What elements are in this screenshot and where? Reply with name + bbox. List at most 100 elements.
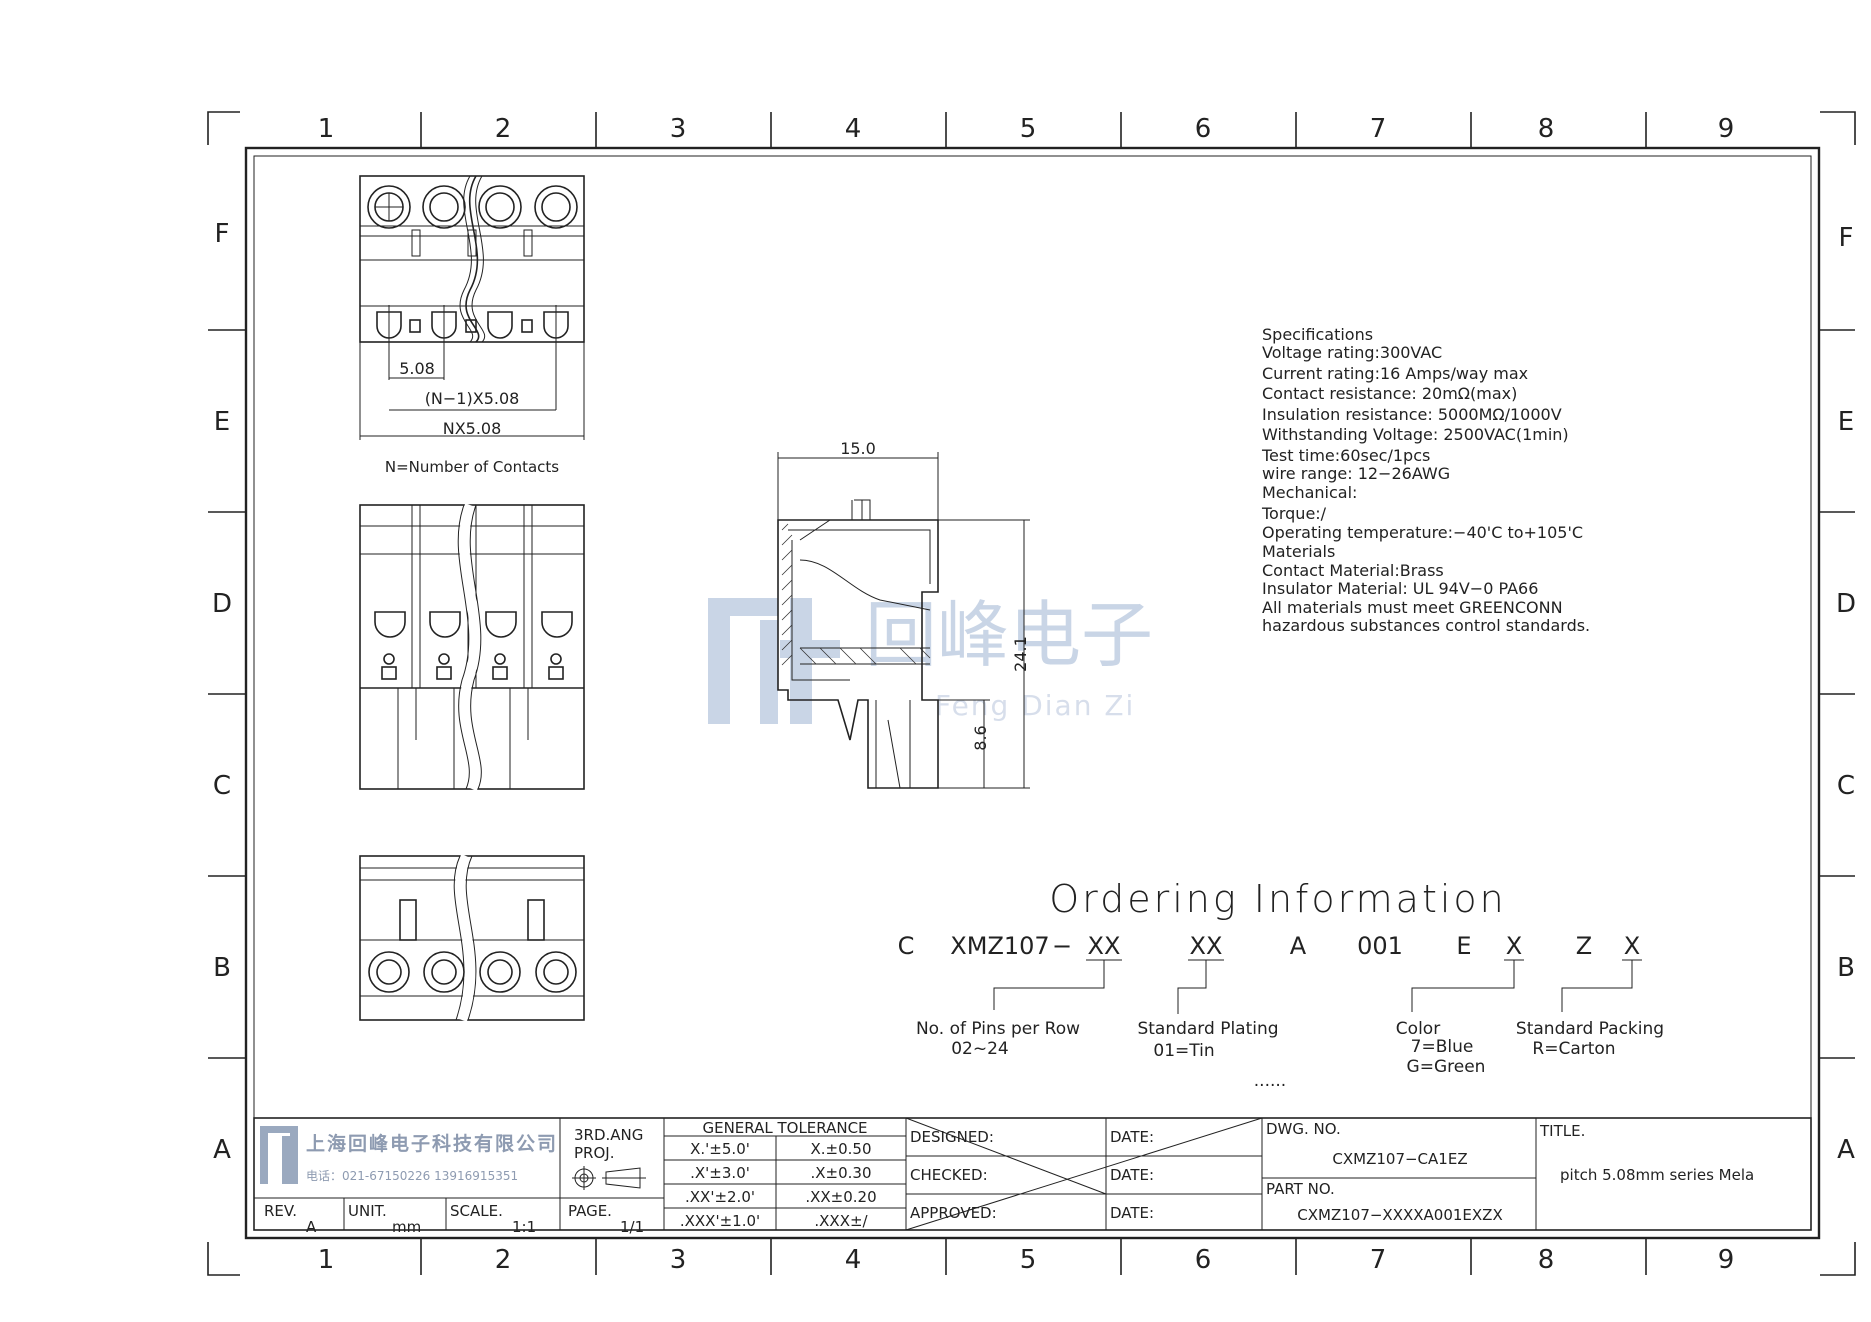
code-part: X xyxy=(1624,932,1640,960)
spec-line: hazardous substances control standards. xyxy=(1262,616,1590,635)
code-part: − xyxy=(1052,932,1072,960)
spec-line: Current rating:16 Amps/way max xyxy=(1262,364,1528,383)
row-label-left: E xyxy=(214,407,230,437)
title-block: 上海回峰电子科技有限公司 电话：021-67150226 13916915351… xyxy=(253,1117,1812,1236)
col-label-top: 5 xyxy=(1020,114,1037,144)
unit-label: UNIT. xyxy=(348,1202,387,1220)
row-label-left: B xyxy=(213,953,231,983)
date-label: DATE: xyxy=(1110,1166,1154,1184)
checked-label: CHECKED: xyxy=(910,1166,988,1184)
rev-value: A xyxy=(306,1218,317,1236)
color-value-green: G=Green xyxy=(1407,1057,1486,1077)
projection-sub: PROJ. xyxy=(574,1144,614,1162)
col-label-bottom: 4 xyxy=(845,1245,862,1275)
code-part: XX xyxy=(1190,932,1223,960)
spec-line: Materials xyxy=(1262,542,1335,561)
tolerance-angle: .XXX'±1.0' xyxy=(680,1212,760,1230)
col-label-top: 1 xyxy=(318,114,335,144)
spec-line: Withstanding Voltage: 2500VAC(1min) xyxy=(1262,425,1569,444)
packing-value: R=Carton xyxy=(1532,1039,1615,1059)
rev-label: REV. xyxy=(264,1202,297,1220)
col-label-bottom: 3 xyxy=(670,1245,687,1275)
spec-line: Contact Material:Brass xyxy=(1262,561,1444,580)
col-label-top: 9 xyxy=(1718,114,1735,144)
dim-height: 24.1 xyxy=(1011,636,1030,672)
col-label-bottom: 1 xyxy=(318,1245,335,1275)
front-view-top: 5.08 (N−1)X5.08 NX5.08 N=Number of Conta… xyxy=(359,175,585,476)
col-label-bottom: 7 xyxy=(1370,1245,1387,1275)
row-label-left: C xyxy=(213,771,231,801)
tolerance-linear: .X±0.30 xyxy=(810,1164,871,1182)
tolerance-angle: X.'±5.0' xyxy=(690,1140,750,1158)
dim-total: NX5.08 xyxy=(443,419,502,438)
page-label: PAGE. xyxy=(568,1202,612,1220)
row-label-right: D xyxy=(1836,589,1856,619)
approved-label: APPROVED: xyxy=(910,1204,997,1222)
col-label-top: 2 xyxy=(495,114,512,144)
scale-label: SCALE. xyxy=(450,1202,503,1220)
ordering-information: Ordering Information C XMZ107 − XX XX A … xyxy=(898,877,1664,1091)
plating-more: ...... xyxy=(1254,1071,1286,1091)
page-value: 1/1 xyxy=(620,1218,644,1236)
code-part: XX xyxy=(1088,932,1121,960)
col-label-bottom: 6 xyxy=(1195,1245,1212,1275)
dim-lower: 8.6 xyxy=(971,725,990,750)
front-view-middle xyxy=(359,503,585,792)
row-label-right: F xyxy=(1839,223,1854,253)
unit-value: mm xyxy=(392,1218,421,1236)
dwg-no-value: CXMZ107−CA1EZ xyxy=(1332,1150,1467,1168)
col-label-top: 4 xyxy=(845,114,862,144)
specifications: Specifications Voltage rating:300VAC Cur… xyxy=(1261,325,1590,635)
pins-value: 02~24 xyxy=(951,1039,1009,1059)
dwg-no-label: DWG. NO. xyxy=(1266,1120,1341,1138)
date-label: DATE: xyxy=(1110,1128,1154,1146)
dim-width: 15.0 xyxy=(840,439,876,458)
col-label-top: 3 xyxy=(670,114,687,144)
code-part: Z xyxy=(1576,932,1592,960)
code-part: E xyxy=(1456,932,1471,960)
spec-line: Contact resistance: 20mΩ(max) xyxy=(1262,384,1517,403)
plating-value: 01=Tin xyxy=(1153,1041,1214,1061)
code-part: C xyxy=(898,932,915,960)
col-label-top: 7 xyxy=(1370,114,1387,144)
tolerance-linear: .XX±0.20 xyxy=(805,1188,876,1206)
packing-label: Standard Packing xyxy=(1516,1019,1664,1039)
projection-label: 3RD.ANG xyxy=(574,1126,643,1144)
watermark: 回峰电子 Feng Dian Zi xyxy=(708,593,1153,724)
designed-label: DESIGNED: xyxy=(910,1128,994,1146)
col-label-top: 8 xyxy=(1538,114,1555,144)
date-label: DATE: xyxy=(1110,1204,1154,1222)
watermark-logo-icon xyxy=(708,598,840,724)
col-label-bottom: 9 xyxy=(1718,1245,1735,1275)
row-label-left: F xyxy=(215,219,230,249)
row-label-right: C xyxy=(1837,771,1855,801)
code-part: A xyxy=(1290,932,1307,960)
code-part: 001 xyxy=(1357,932,1403,960)
code-part: X xyxy=(1506,932,1522,960)
projection-symbol-icon xyxy=(572,1166,646,1190)
tolerance-linear: X.±0.50 xyxy=(810,1140,871,1158)
col-label-bottom: 2 xyxy=(495,1245,512,1275)
title-label: TITLE. xyxy=(1539,1122,1585,1140)
col-label-bottom: 8 xyxy=(1538,1245,1555,1275)
company-logo-icon xyxy=(260,1126,298,1184)
part-no-value: CXMZ107−XXXXA001EXZX xyxy=(1297,1206,1502,1224)
spec-line: wire range: 12−26AWG xyxy=(1262,464,1450,483)
tolerance-linear: .XXX±/ xyxy=(814,1212,868,1230)
spec-line: Insulation resistance: 5000MΩ/1000V xyxy=(1262,405,1562,424)
pins-label: No. of Pins per Row xyxy=(916,1019,1080,1039)
tolerance-title: GENERAL TOLERANCE xyxy=(702,1119,867,1137)
spec-line: Operating temperature:−40'C to+105'C xyxy=(1262,523,1583,542)
ordering-title: Ordering Information xyxy=(1049,877,1506,921)
row-label-left: D xyxy=(212,589,232,619)
title-value: pitch 5.08mm series Mela xyxy=(1560,1166,1754,1184)
spec-line: Torque:/ xyxy=(1261,504,1327,523)
row-label-right: A xyxy=(1837,1135,1855,1165)
scale-value: 1:1 xyxy=(512,1218,536,1236)
company-phone: 电话：021-67150226 13916915351 xyxy=(306,1169,518,1183)
spec-line: Test time:60sec/1pcs xyxy=(1261,446,1430,465)
color-label: Color xyxy=(1396,1019,1440,1039)
spec-line: All materials must meet GREENCONN xyxy=(1262,598,1563,617)
row-label-right: B xyxy=(1837,953,1855,983)
spec-line: Voltage rating:300VAC xyxy=(1262,343,1442,362)
